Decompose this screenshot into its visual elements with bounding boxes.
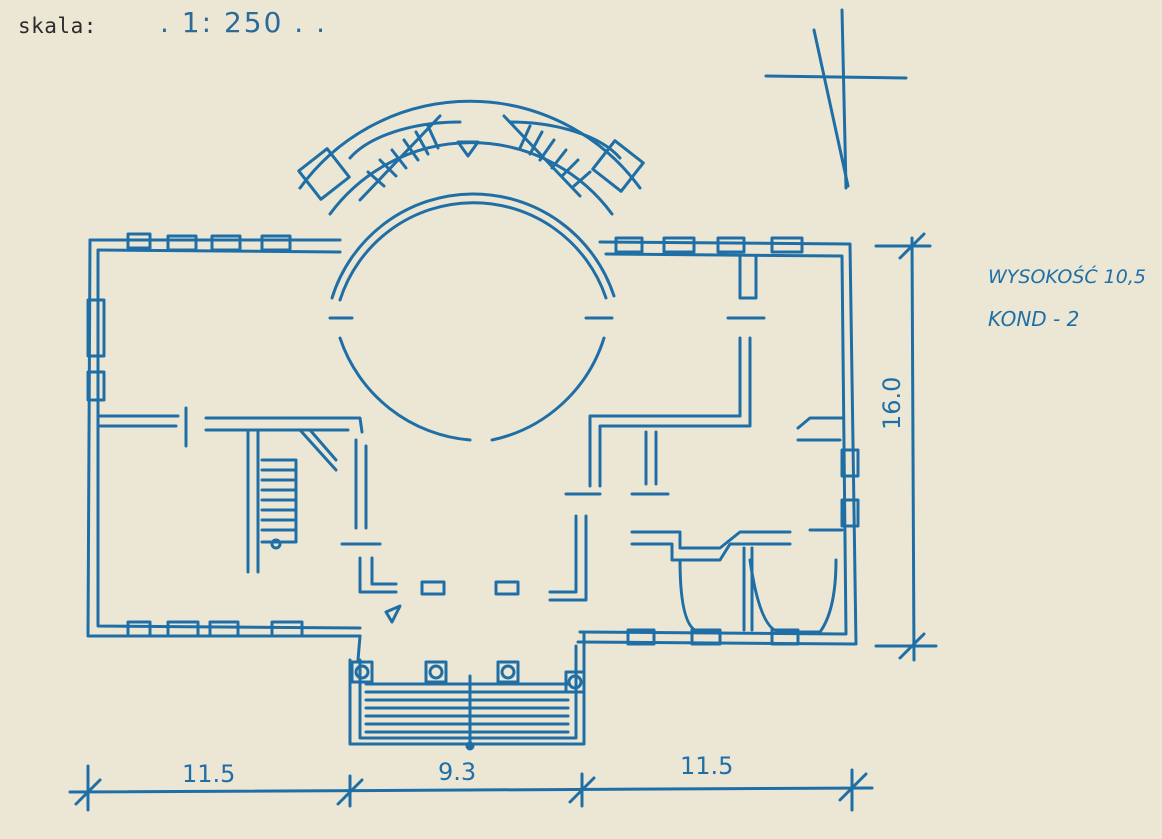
scale-label: skala: <box>18 14 97 38</box>
floors-note: KOND - 2 <box>988 307 1080 331</box>
rotunda <box>328 192 616 442</box>
interior-walls <box>98 254 844 634</box>
north-arrow-mark <box>764 8 908 190</box>
dimension-width-center: 9.3 <box>438 758 477 786</box>
scale-value: . 1: 250 . . <box>160 6 327 39</box>
outer-walls <box>86 238 858 746</box>
dimension-width-left: 11.5 <box>182 760 236 788</box>
dimension-width-right: 11.5 <box>680 752 734 780</box>
interior-staircase <box>260 428 338 550</box>
dimension-lines <box>68 232 938 812</box>
portico-steps <box>350 604 586 751</box>
curved-stairs <box>297 99 645 216</box>
windows <box>86 232 860 646</box>
dimension-depth: 16.0 <box>878 376 906 430</box>
height-note: WYSOKOŚĆ 10,5 <box>988 266 1146 288</box>
